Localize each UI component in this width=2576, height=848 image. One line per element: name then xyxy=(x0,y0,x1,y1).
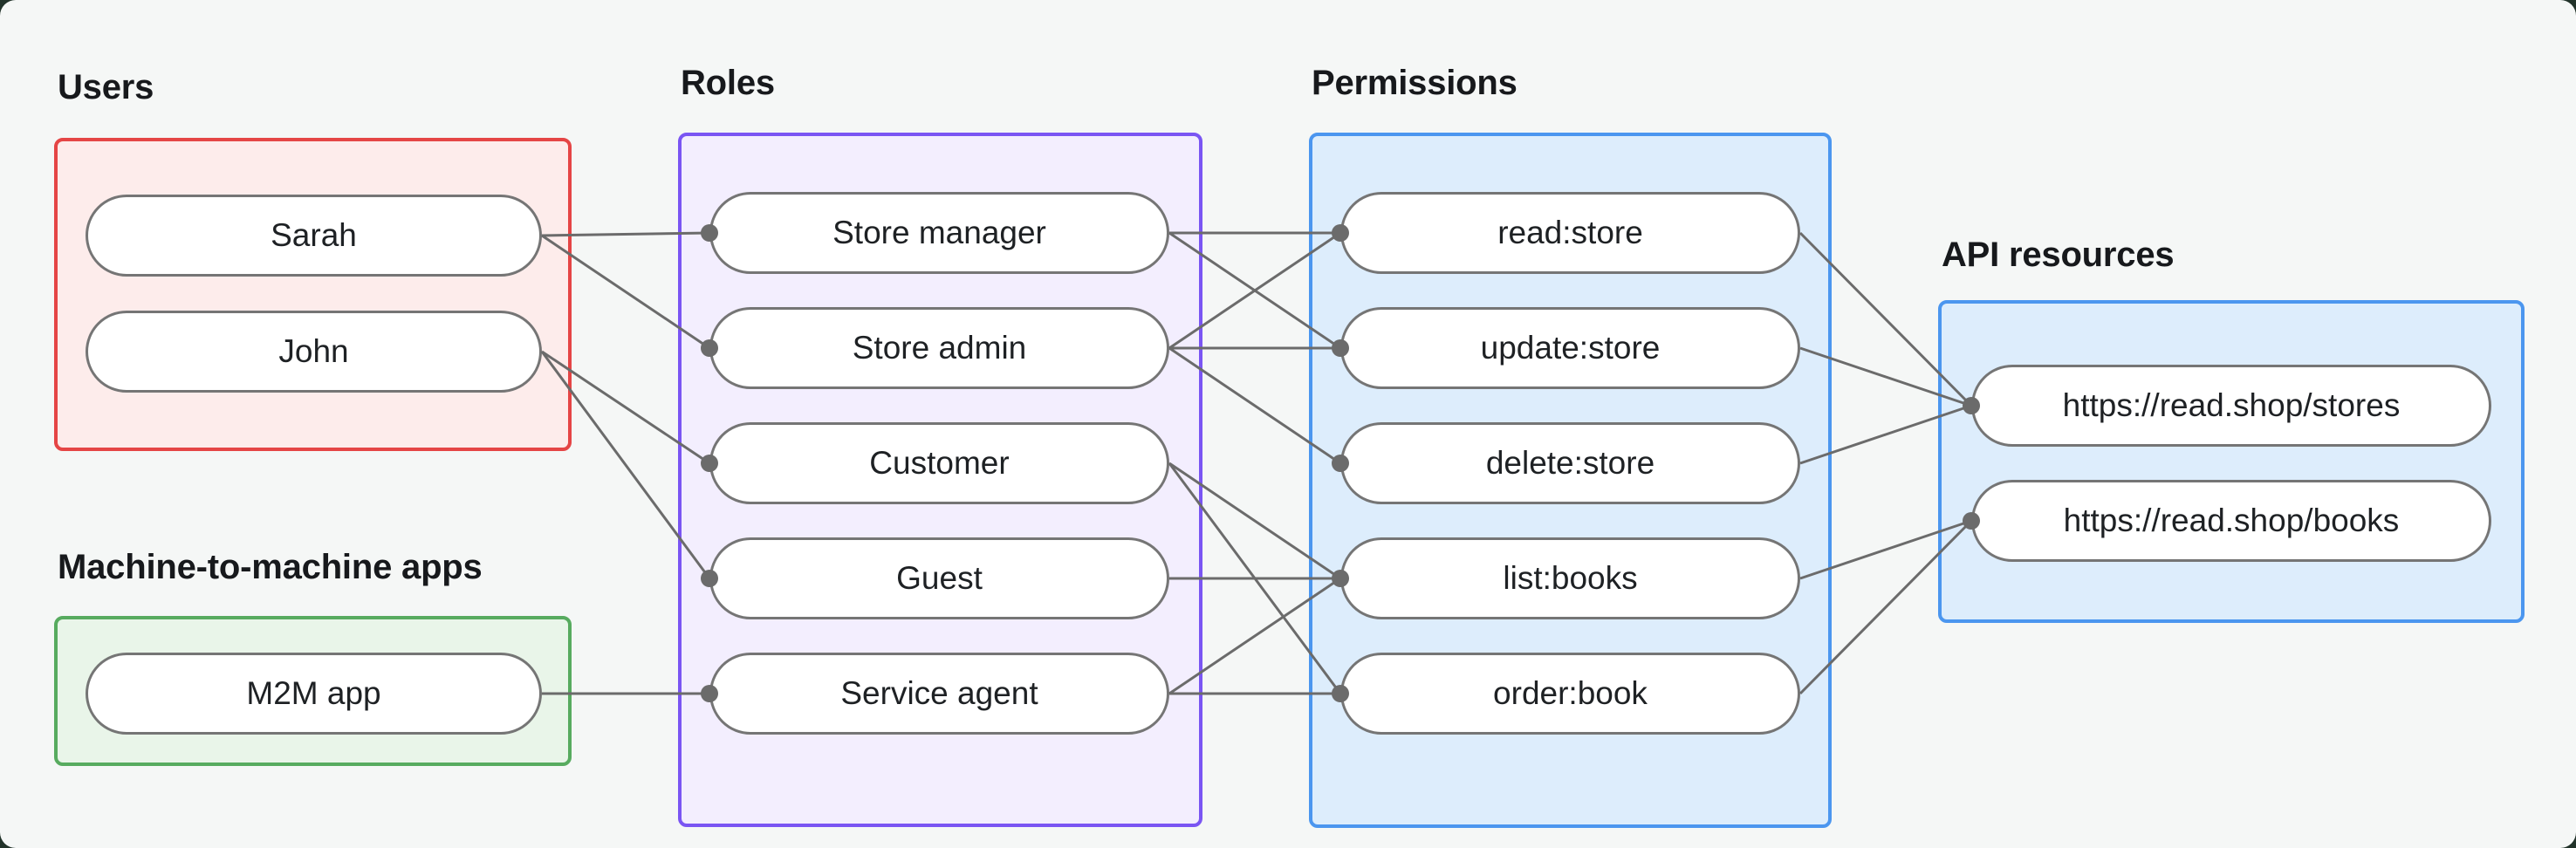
node-pill-read-store: read:store xyxy=(1340,192,1800,274)
group-label-users: Users xyxy=(58,68,154,106)
node-pill-john: John xyxy=(86,311,542,393)
group-label-api-resources: API resources xyxy=(1942,236,2175,274)
node-pill-store-manager: Store manager xyxy=(709,192,1169,274)
node-pill-customer: Customer xyxy=(709,422,1169,504)
node-pill-books: https://read.shop/books xyxy=(1971,480,2491,562)
node-pill-delete-store: delete:store xyxy=(1340,422,1800,504)
node-pill-store-admin: Store admin xyxy=(709,307,1169,389)
node-pill-list-books: list:books xyxy=(1340,537,1800,619)
group-label-permissions: Permissions xyxy=(1312,64,1518,102)
node-pill-stores: https://read.shop/stores xyxy=(1971,365,2491,447)
node-pill-sarah: Sarah xyxy=(86,195,542,277)
node-pill-order-book: order:book xyxy=(1340,653,1800,735)
node-pill-m2m-app: M2M app xyxy=(86,653,542,735)
node-pill-guest: Guest xyxy=(709,537,1169,619)
group-box-api-resources xyxy=(1938,300,2525,623)
group-label-roles: Roles xyxy=(681,64,775,102)
node-pill-update-store: update:store xyxy=(1340,307,1800,389)
node-pill-service-agent: Service agent xyxy=(709,653,1169,735)
group-box-users xyxy=(54,138,572,451)
group-label-machine-to-machine-apps: Machine-to-machine apps xyxy=(58,548,483,586)
